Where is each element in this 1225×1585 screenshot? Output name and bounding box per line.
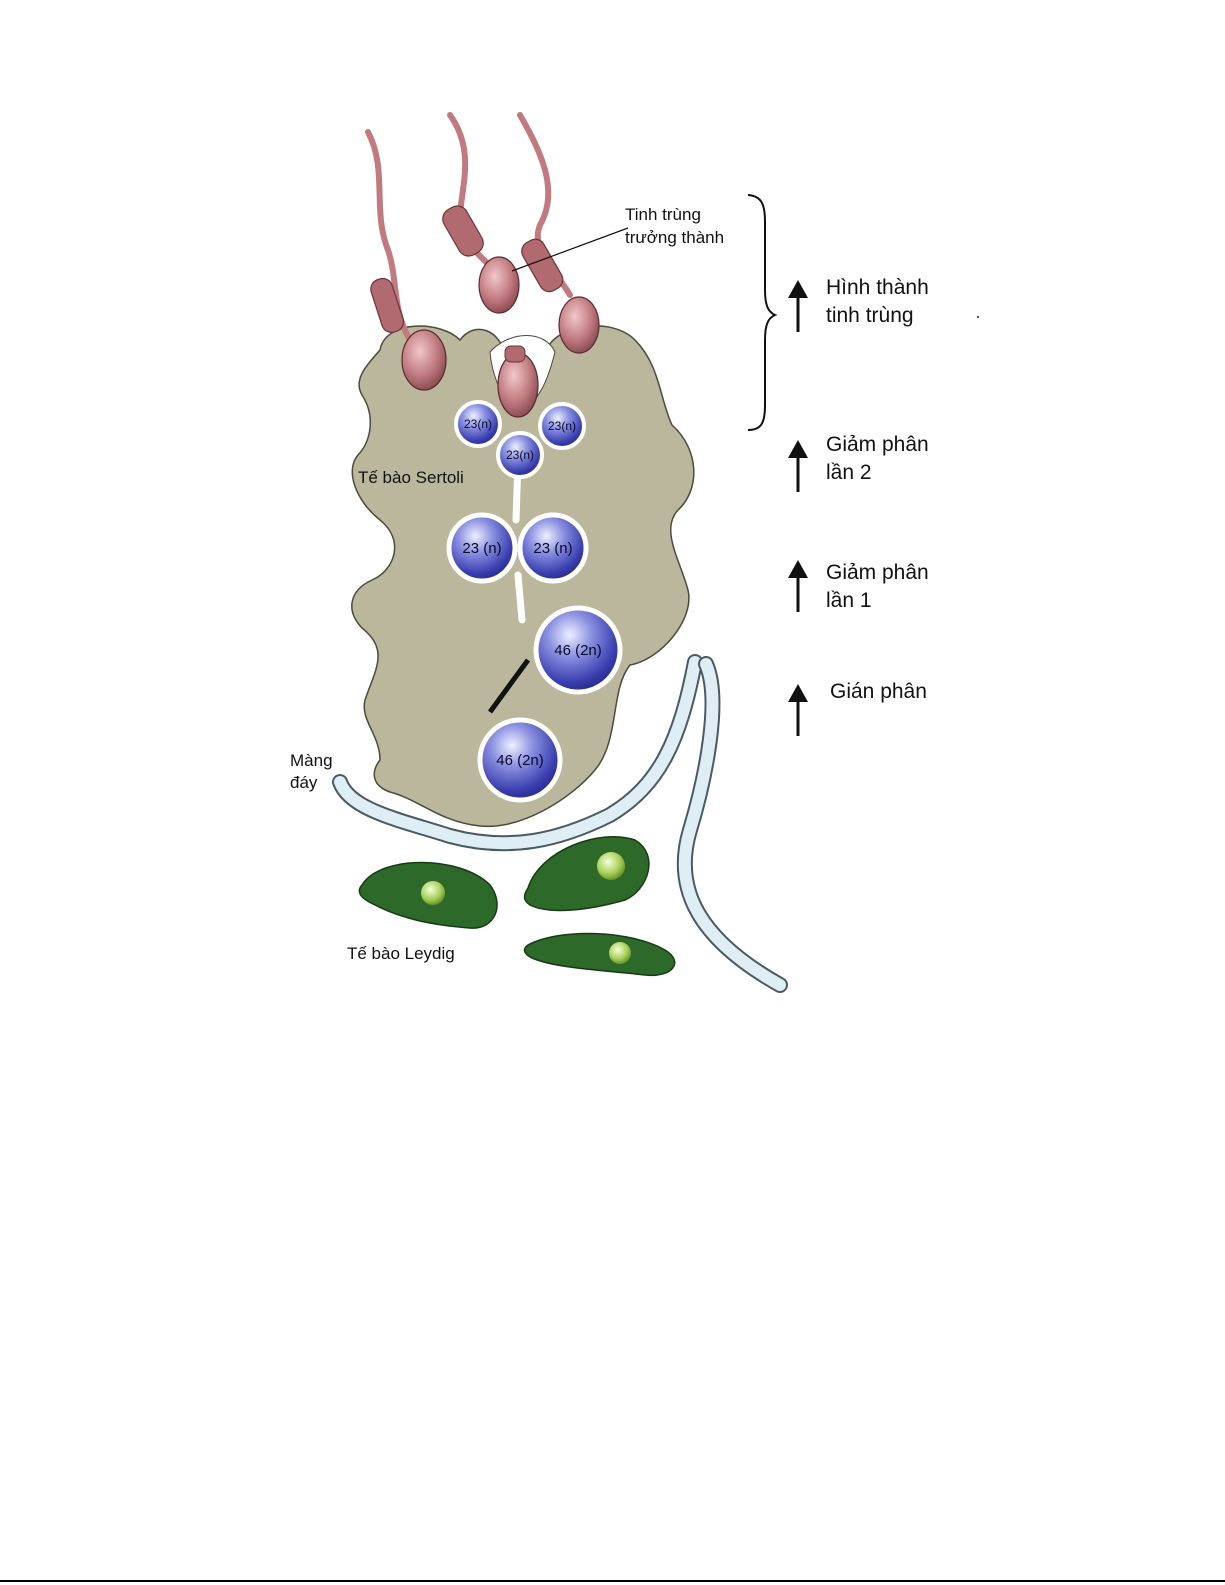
sertoli-label: Tế bào Sertoli xyxy=(358,468,464,487)
speck xyxy=(977,316,979,318)
spermatid-label: 23(n) xyxy=(506,448,534,462)
developing-sperm-cap xyxy=(505,346,525,362)
stage-label-line2: lần 2 xyxy=(826,461,872,484)
secondary-spermatocyte-label: 23 (n) xyxy=(462,540,501,557)
stage-label-line1: Giảm phân xyxy=(826,561,929,584)
stage-label-line1: Hình thành xyxy=(826,276,929,299)
mature-sperm-label-line2: trưởng thành xyxy=(625,228,724,247)
sperm-midpieces xyxy=(368,202,566,335)
leydig-cell xyxy=(525,934,675,976)
leydig-nucleus xyxy=(597,852,625,880)
leydig-nucleus xyxy=(609,942,631,964)
mature-sperm-label-line1: Tinh trùng xyxy=(625,205,701,224)
stage-label-line2: tinh trùng xyxy=(826,304,914,327)
stage-brace xyxy=(748,195,775,430)
arrow-up-icon xyxy=(788,684,808,736)
stage-label-line1: Gián phân xyxy=(830,680,927,703)
leydig-cell xyxy=(525,837,649,911)
spermatogonium-label: 46 (2n) xyxy=(496,752,544,769)
arrow-up-icon xyxy=(788,560,808,612)
stage-label-line2: lần 1 xyxy=(826,589,872,612)
stage-label-line1: Giảm phân xyxy=(826,433,929,456)
stage-arrows xyxy=(788,280,808,736)
spermatid-label: 23(n) xyxy=(464,417,492,431)
page-bottom-rule xyxy=(0,1580,1225,1582)
spermatid-label: 23(n) xyxy=(548,419,576,433)
basement-label-line2: đáy xyxy=(290,773,318,792)
primary-spermatocyte-label: 46 (2n) xyxy=(554,642,602,659)
basement-label-line1: Màng xyxy=(290,751,333,770)
leydig-label: Tế bào Leydig xyxy=(347,944,455,963)
arrow-up-icon xyxy=(788,280,808,332)
secondary-spermatocyte-label: 23 (n) xyxy=(533,540,572,557)
leydig-nucleus xyxy=(421,881,445,905)
developing-sperm xyxy=(498,353,538,417)
arrow-up-icon xyxy=(788,440,808,492)
